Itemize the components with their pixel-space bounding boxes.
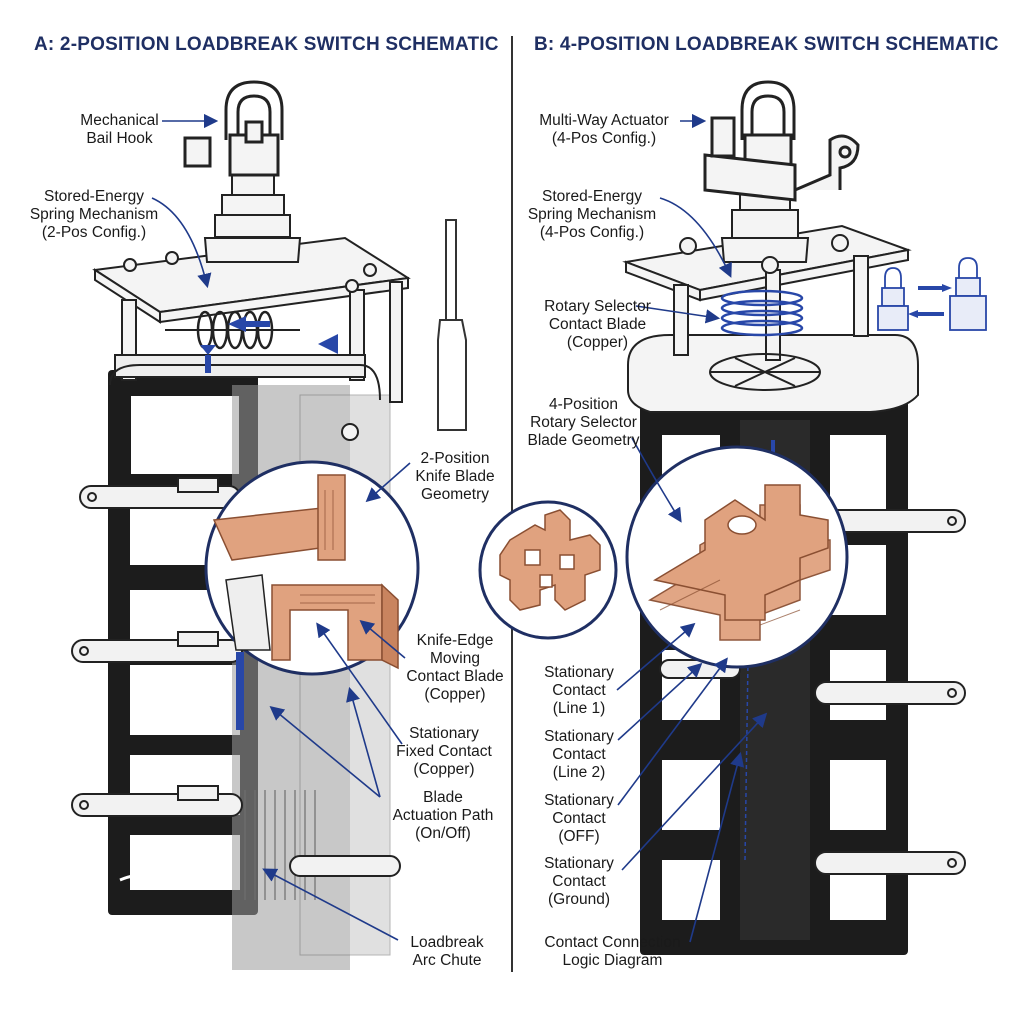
rotary-blade-detail xyxy=(625,445,849,669)
knife-blade-icon xyxy=(437,219,467,431)
switch-b-assembly xyxy=(478,80,987,955)
callout-stationary-ground: Stationary Contact (Ground) xyxy=(544,855,614,908)
panel-a-title: A: 2-POSITION LOADBREAK SWITCH SCHEMATIC xyxy=(34,34,499,55)
leaders-a xyxy=(151,113,411,941)
rotary-star-b xyxy=(709,353,821,391)
callout-spring-a: Stored-Energy Spring Mechanism (2-Pos Co… xyxy=(29,188,159,241)
switch-a-assembly xyxy=(71,80,467,970)
panel-divider xyxy=(511,36,513,972)
mechanism-b xyxy=(622,80,919,413)
leaders-b xyxy=(616,113,768,943)
actuation-path-indicator xyxy=(236,652,244,730)
callout-rotary-geometry: 4-Position Rotary Selector Blade Geometr… xyxy=(527,396,640,449)
mechanism-a xyxy=(92,80,411,441)
callout-stationary-off: Stationary Contact (OFF) xyxy=(544,792,614,845)
spring-b xyxy=(720,289,804,337)
callout-rotary-blade: Rotary Selector Contact Blade (Copper) xyxy=(544,298,651,351)
callout-stationary-line1: Stationary Contact (Line 1) xyxy=(544,664,614,717)
callout-moving-blade: Knife-Edge Moving Contact Blade (Copper) xyxy=(406,632,504,703)
callout-stationary-line2: Stationary Contact (Line 2) xyxy=(544,728,614,781)
mini-switch-insets xyxy=(877,257,987,331)
callout-actuator: Multi-Way Actuator (4-Pos Config.) xyxy=(539,112,669,147)
spring-a xyxy=(165,310,300,350)
terminals-b xyxy=(659,509,966,875)
panel-b-title: B: 4-POSITION LOADBREAK SWITCH SCHEMATIC xyxy=(534,34,999,55)
action-arrows-a xyxy=(200,316,338,373)
callout-bail-hook: Mechanical Bail Hook xyxy=(80,112,159,147)
callout-logic-diagram: Contact Connection Logic Diagram xyxy=(544,934,681,969)
callout-actuation-path: Blade Actuation Path (On/Off) xyxy=(392,789,494,842)
callout-arc-chute: Loadbreak Arc Chute xyxy=(410,934,484,969)
actuator-b-icon xyxy=(703,80,860,202)
mini-switch-arrows xyxy=(908,284,952,318)
callout-spring-b: Stored-Energy Spring Mechanism (4-Pos Co… xyxy=(527,188,657,241)
callout-fixed-contact: Stationary Fixed Contact (Copper) xyxy=(396,725,492,778)
callout-knife-blade-geometry: 2-Position Knife Blade Geometry xyxy=(415,450,495,503)
terminals-a xyxy=(71,477,401,877)
bail-hook-a-icon xyxy=(183,80,284,177)
lattice-inset xyxy=(478,500,618,640)
